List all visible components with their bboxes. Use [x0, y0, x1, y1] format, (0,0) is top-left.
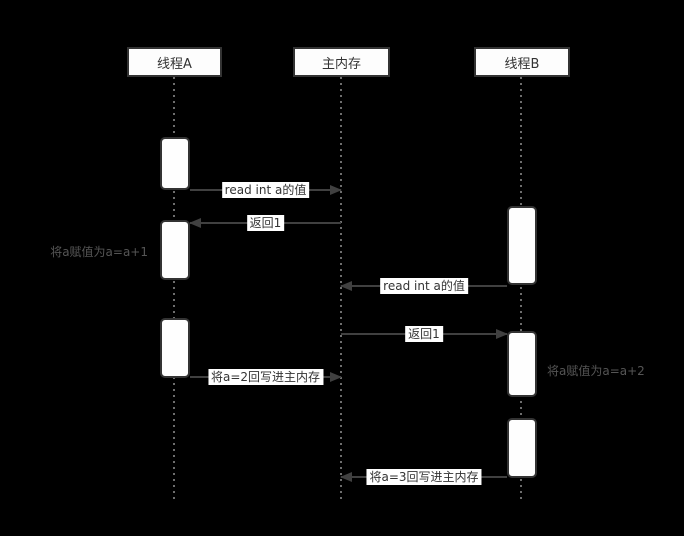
- message-writeback-a3: 将a=3回写进主内存: [340, 469, 507, 485]
- arrowhead-right-icon: [496, 329, 508, 339]
- actor-main-memory-label: 主内存: [321, 56, 361, 72]
- activation-thread-b-1: [507, 206, 537, 285]
- message-label: 将a=2回写进主内存: [207, 369, 324, 385]
- activation-thread-a-2: [160, 220, 190, 280]
- actor-thread-a: 线程A: [127, 47, 222, 77]
- actor-thread-a-label: 线程A: [157, 56, 192, 72]
- message-return-1-to-thread-a: 返回1: [189, 215, 341, 231]
- arrowhead-right-icon: [330, 185, 342, 195]
- message-label: 将a=3回写进主内存: [366, 469, 482, 485]
- message-label: 返回1: [405, 326, 443, 342]
- activation-thread-a-3: [160, 318, 190, 378]
- message-read-a-from-thread-a: read int a的值: [190, 182, 342, 198]
- arrowhead-left-icon: [340, 281, 352, 291]
- lifeline-thread-a: [173, 77, 175, 503]
- message-label: 返回1: [246, 215, 285, 231]
- message-read-a-from-thread-b: read int a的值: [340, 278, 507, 294]
- lifeline-thread-b: [520, 77, 522, 503]
- note-thread-b-assign: 将a赋值为a=a+2: [547, 364, 645, 378]
- message-label: read int a的值: [380, 278, 468, 294]
- actor-main-memory: 主内存: [293, 47, 390, 77]
- message-return-1-to-thread-b: 返回1: [341, 326, 508, 342]
- activation-thread-a-1: [160, 137, 190, 190]
- actor-thread-b-label: 线程B: [504, 56, 540, 72]
- arrowhead-right-icon: [330, 372, 342, 382]
- note-thread-a-assign: 将a赋值为a=a+1: [50, 245, 148, 259]
- arrowhead-left-icon: [189, 218, 201, 228]
- arrowhead-left-icon: [340, 472, 352, 482]
- actor-thread-b: 线程B: [474, 47, 570, 77]
- activation-thread-b-2: [507, 331, 537, 397]
- message-writeback-a2: 将a=2回写进主内存: [190, 369, 342, 385]
- message-label: read int a的值: [221, 182, 310, 198]
- activation-thread-b-3: [507, 418, 537, 478]
